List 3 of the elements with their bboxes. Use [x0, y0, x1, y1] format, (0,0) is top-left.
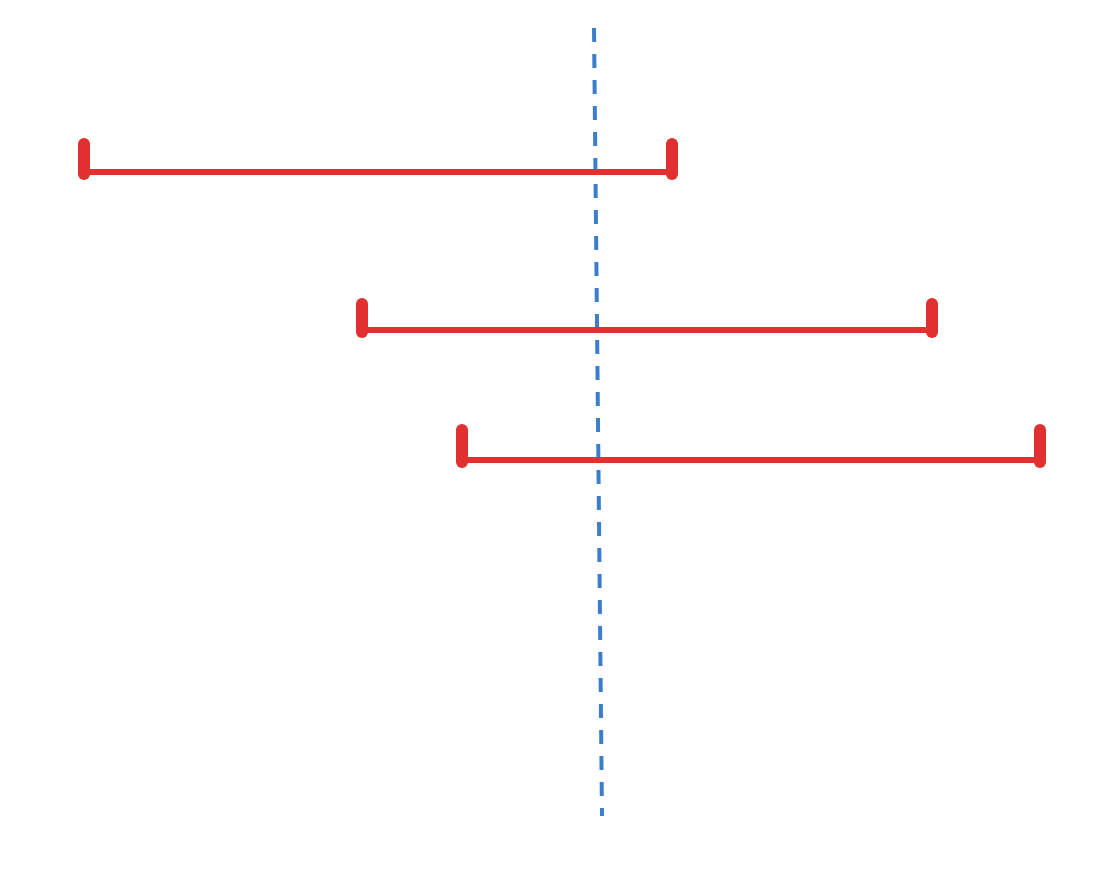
interval-bar	[456, 424, 1046, 468]
interval-bar	[78, 138, 678, 180]
interval-bar	[356, 298, 938, 338]
